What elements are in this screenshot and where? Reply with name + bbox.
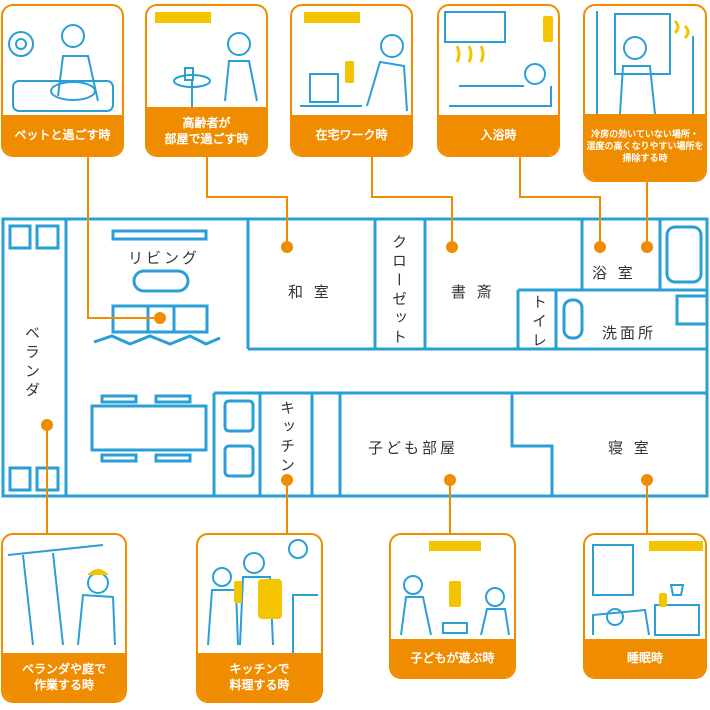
toilet-bowl (562, 298, 584, 340)
illustration-cooking (207, 539, 318, 655)
dining-table (90, 404, 208, 452)
room-label-washitsu: 和 室 (288, 283, 332, 301)
scene-caption-elderly: 高齢者が 部屋で過ごす時 (147, 107, 266, 155)
room-label-veranda: ベランダ (23, 325, 41, 401)
scene-caption-veranda-work: ベランダや庭で 作業する時 (3, 653, 125, 701)
sink (223, 399, 255, 433)
scene-card-cleaning: 冷房の効いていない場所・ 湿度の高くなりやすい場所を 掃除する時 (583, 4, 707, 182)
scene-caption-cooking: キッチンで 料理する時 (198, 653, 321, 701)
illustration-sleeping (592, 541, 703, 636)
room-label-bedroom: 寝 室 (608, 439, 652, 457)
scene-card-kids-play: 子どもが遊ぶ時 (389, 533, 516, 679)
house-outline (1, 217, 709, 498)
room-label-living: リビング (128, 249, 201, 267)
room-label-bath: 浴 室 (592, 264, 636, 282)
scene-caption-telework: 在宅ワーク時 (292, 115, 411, 155)
scene-caption-bathing: 入浴時 (439, 115, 558, 155)
scene-card-cooking: キッチンで 料理する時 (196, 533, 323, 703)
illustration-elderly (155, 12, 258, 111)
illustration-cleaning (596, 11, 694, 116)
room-label-washroom: 洗面所 (602, 324, 657, 342)
room-label-study: 書 斎 (451, 283, 495, 301)
scene-card-sleeping: 睡眠時 (583, 533, 707, 679)
scene-caption-sleeping: 睡眠時 (585, 639, 705, 677)
illustration-pet (8, 24, 114, 112)
scene-caption-pet: ペットと過ごす時 (3, 115, 122, 155)
illustration-telework (300, 12, 408, 112)
illustration-bathing (444, 11, 553, 107)
scene-card-bathing: 入浴時 (437, 4, 560, 157)
illustration-kids-play (400, 541, 510, 636)
scene-caption-cleaning: 冷房の効いていない場所・ 湿度の高くなりやすい場所を 掃除する時 (585, 114, 705, 180)
scene-card-telework: 在宅ワーク時 (290, 4, 413, 157)
scene-card-pet: ペットと過ごす時 (1, 4, 124, 157)
illustration-veranda-work (7, 544, 116, 646)
sofa-shape (132, 269, 190, 293)
room-label-toilet: トイレ (530, 294, 548, 351)
room-label-kids-room: 子ども部屋 (368, 439, 459, 457)
scene-card-elderly: 高齢者が 部屋で過ごす時 (145, 4, 268, 157)
scene-card-veranda-work: ベランダや庭で 作業する時 (1, 533, 127, 703)
bathtub (665, 225, 703, 284)
room-label-closet: クローゼット (390, 234, 408, 348)
scene-caption-kids-play: 子どもが遊ぶ時 (391, 639, 514, 677)
stove (223, 444, 255, 478)
room-label-kitchen: キッチン (278, 400, 296, 476)
